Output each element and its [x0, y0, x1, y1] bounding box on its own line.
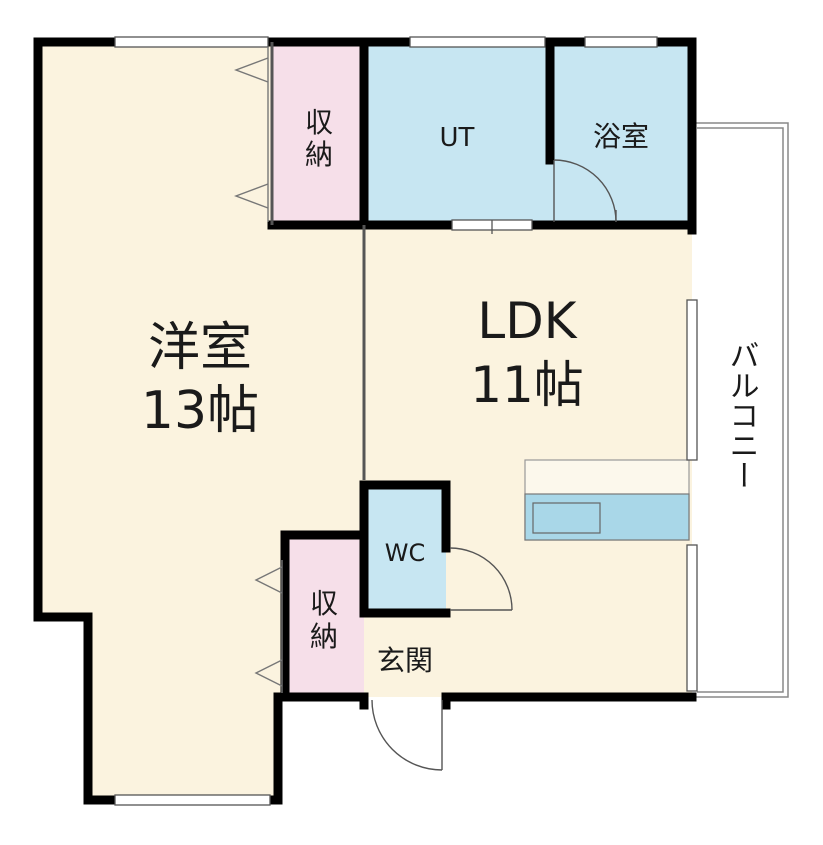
closet-bottom-label-2: 納 [310, 620, 338, 653]
kitchen-sink-unit [524, 493, 690, 541]
closet-doors [234, 47, 283, 693]
entrance-label: 玄関 [377, 644, 433, 677]
utility-floor [364, 42, 550, 225]
balcony-outline [692, 122, 789, 698]
western-room-size: 13帖 [141, 381, 259, 441]
closet-bottom-label-1: 収 [310, 587, 338, 620]
entrance-floor [364, 613, 446, 697]
utility-label: UT [440, 123, 475, 153]
closet-top-floor [272, 42, 364, 225]
windows [114, 36, 698, 806]
bath-floor [550, 42, 692, 225]
ldk-size: 11帖 [470, 356, 584, 414]
closet-top-label-1: 収 [305, 106, 333, 139]
door-swings [371, 159, 617, 771]
sink-icon [532, 502, 601, 534]
balcony-label: バルコニー [724, 340, 759, 490]
closet-bottom-floor [285, 535, 364, 697]
bath-label: 浴室 [593, 120, 649, 153]
closet-top-label-2: 納 [305, 138, 333, 171]
toilet-label: WC [385, 539, 426, 567]
toilet-floor [364, 485, 446, 613]
western-room-name: 洋室 [148, 318, 252, 378]
ldk-name: LDK [477, 292, 577, 350]
